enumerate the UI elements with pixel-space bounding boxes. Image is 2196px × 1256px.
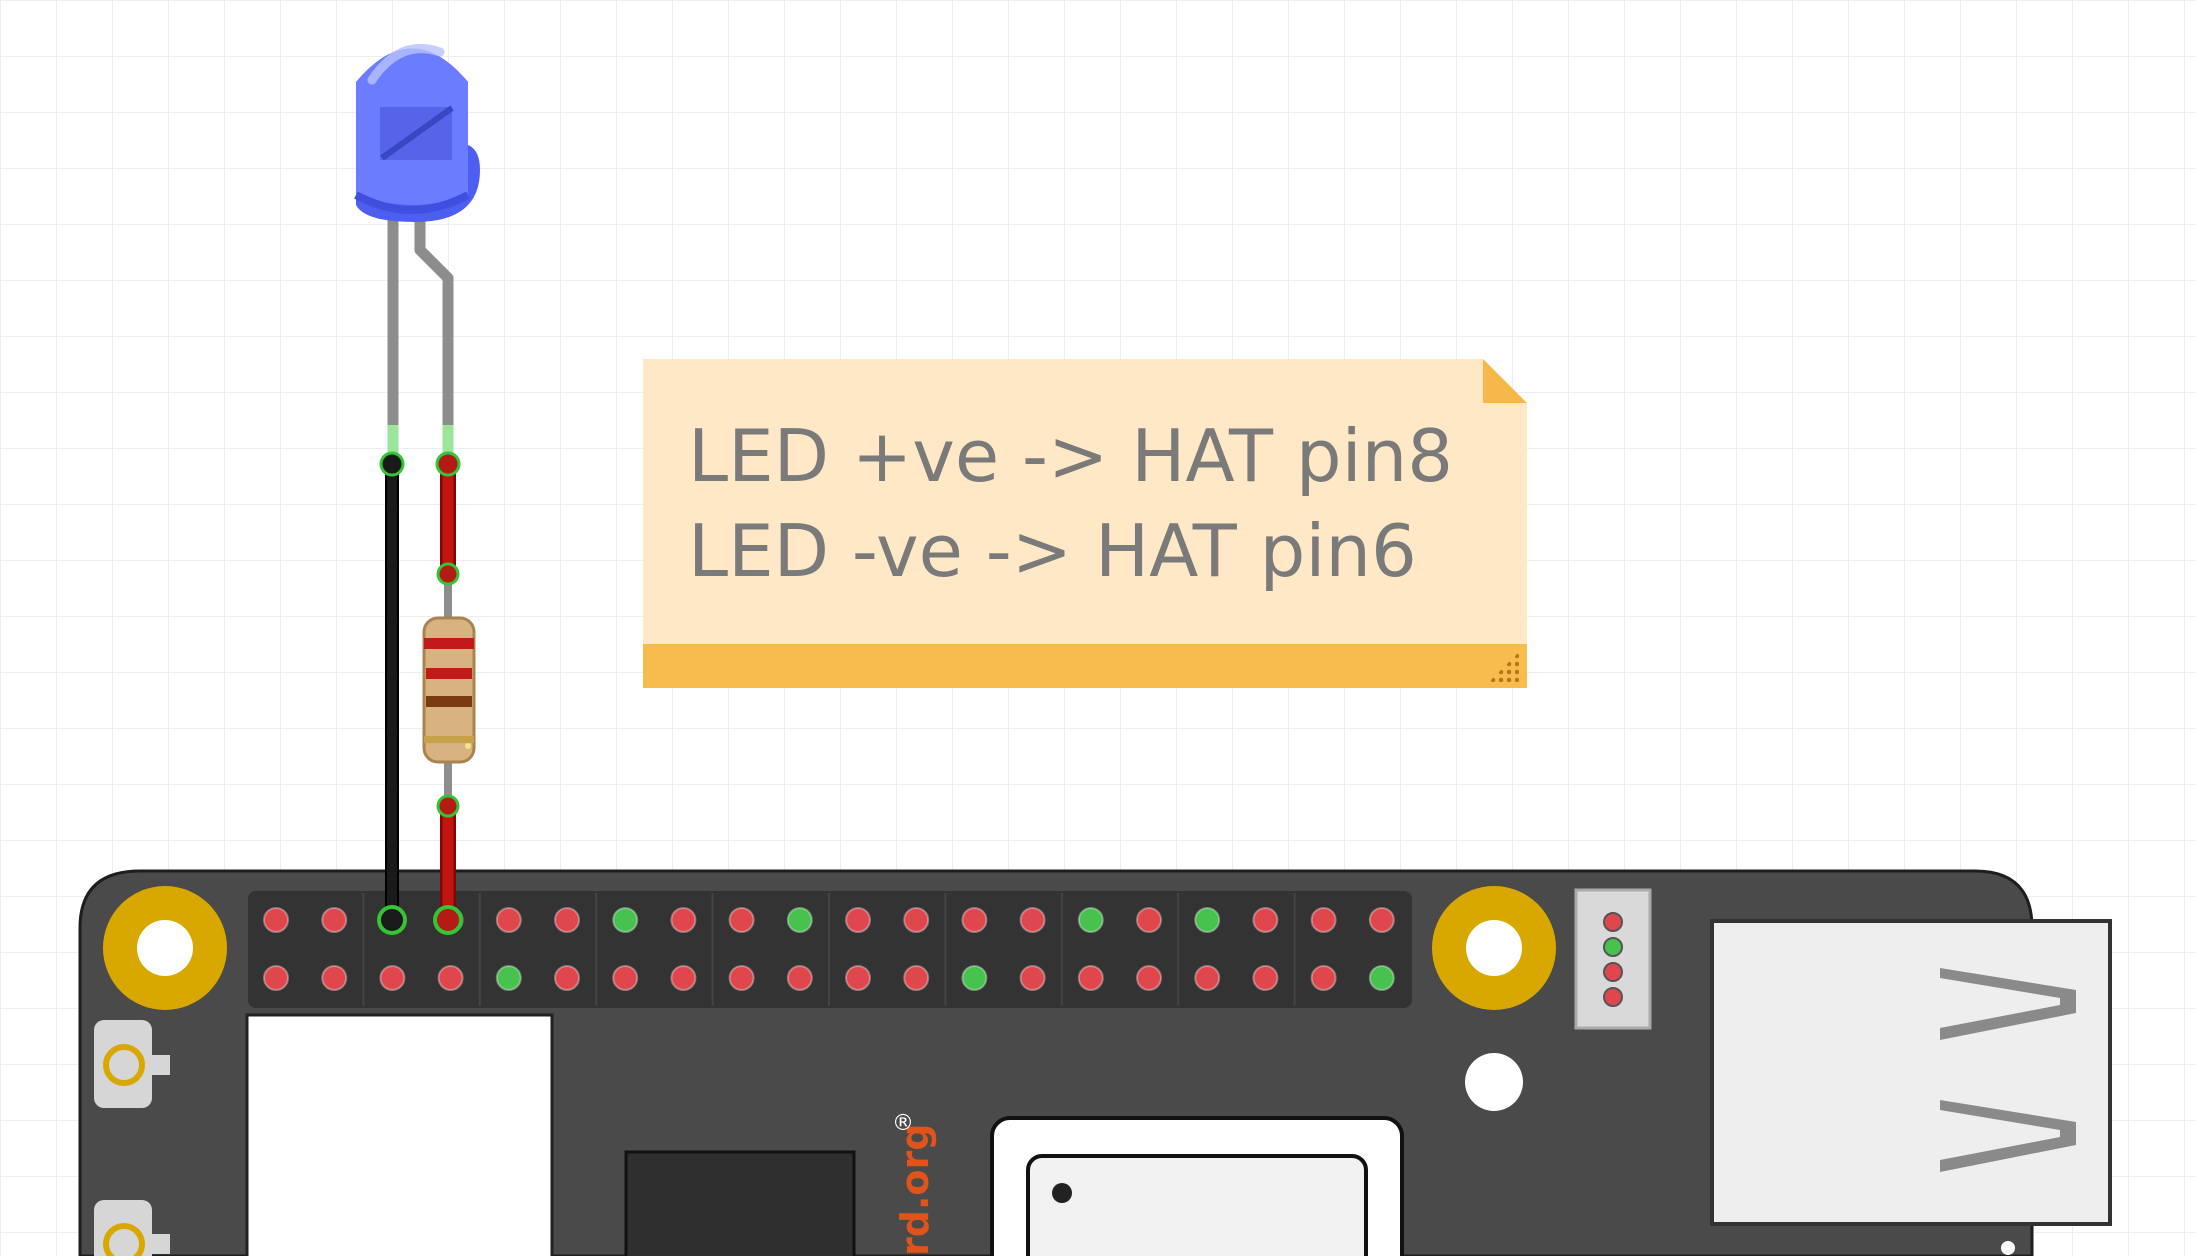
note-line-1: LED +ve -> HAT pin8: [688, 414, 1454, 498]
header-pin-top-20[interactable]: [1368, 907, 1395, 933]
header-pin-bottom-3[interactable]: [379, 965, 406, 991]
header-pin-top-19[interactable]: [1310, 907, 1337, 933]
header-pin-bottom-13[interactable]: [961, 965, 988, 991]
header-pin-top-5[interactable]: [495, 907, 522, 933]
header-pin-bottom-16[interactable]: [1136, 965, 1162, 991]
header-pin-bottom-8[interactable]: [670, 965, 697, 991]
header-pin-top-14[interactable]: [1019, 907, 1046, 933]
header-pin-top-10[interactable]: [786, 907, 813, 933]
board-hole-white: [1465, 1053, 1523, 1111]
side-connector-pin-2[interactable]: [1603, 937, 1623, 957]
note-body: [643, 359, 1527, 688]
wire-negative-endpoint: [377, 905, 407, 935]
header-pin-bottom-4[interactable]: [437, 965, 464, 991]
note-text[interactable]: LED +ve -> HAT pin8 LED -ve -> HAT pin6: [688, 409, 1453, 599]
header-pin-bottom-9[interactable]: [728, 965, 755, 991]
header-pin-bottom-17[interactable]: [1194, 965, 1221, 991]
header-pin-top-15[interactable]: [1077, 907, 1104, 933]
gpio-header[interactable]: [248, 891, 1412, 1008]
header-pin-bottom-19[interactable]: [1310, 965, 1337, 991]
header-pin-bottom-10[interactable]: [786, 965, 813, 991]
header-pin-top-17[interactable]: [1194, 907, 1221, 933]
white-module: [245, 1013, 554, 1256]
header-pin-bottom-12[interactable]: [903, 965, 930, 991]
side-connector[interactable]: [1574, 888, 1652, 1030]
header-pin-bottom-2[interactable]: [321, 965, 348, 991]
side-connector-pin-1[interactable]: [1603, 912, 1623, 932]
header-pin-bottom-20[interactable]: [1368, 965, 1395, 991]
header-pin-top-13[interactable]: [961, 907, 988, 933]
brand-text: rd.org: [893, 1124, 937, 1256]
header-pin-bottom-6[interactable]: [554, 965, 580, 991]
note-line-2: LED -ve -> HAT pin6: [688, 509, 1417, 593]
resize-grip-icon[interactable]: [1489, 652, 1519, 682]
header-pin-top-1[interactable]: [263, 907, 289, 933]
header-pin-top-16[interactable]: [1136, 907, 1162, 933]
dev-board[interactable]: rd.org ®: [78, 869, 2112, 1256]
header-pin-bottom-14[interactable]: [1019, 965, 1046, 991]
mount-hole-right: [1432, 886, 1556, 1010]
gpio-pins-bottom-row[interactable]: [263, 965, 1395, 991]
registered-mark: ®: [892, 1111, 914, 1136]
header-pin-top-9[interactable]: [728, 907, 755, 933]
side-connector-pin-4[interactable]: [1603, 987, 1623, 1007]
led-icon[interactable]: [354, 44, 480, 477]
header-pin-bottom-7[interactable]: [612, 965, 639, 991]
header-pin-top-11[interactable]: [845, 907, 871, 933]
antenna-connector-2[interactable]: [94, 1200, 170, 1256]
header-pin-top-2[interactable]: [321, 907, 348, 933]
header-pin-bottom-18[interactable]: [1252, 965, 1279, 991]
header-pin-bottom-11[interactable]: [845, 965, 871, 991]
header-pin-top-7[interactable]: [612, 907, 639, 933]
note-footer-bar: [643, 644, 1527, 688]
mount-hole-left: [103, 886, 227, 1010]
header-pin-top-12[interactable]: [903, 907, 930, 933]
header-pin-top-18[interactable]: [1252, 907, 1279, 933]
note-fold-corner: [1483, 359, 1527, 403]
antenna-connector-1[interactable]: [94, 1020, 170, 1108]
header-pin-top-8[interactable]: [670, 907, 697, 933]
header-pin-bottom-5[interactable]: [495, 965, 522, 991]
soc-chip: [624, 1150, 856, 1256]
wire-positive-endpoint: [433, 905, 463, 935]
sticky-note[interactable]: LED +ve -> HAT pin8 LED -ve -> HAT pin6: [643, 359, 1527, 688]
resistor-icon[interactable]: [422, 562, 476, 818]
header-pin-top-6[interactable]: [554, 907, 580, 933]
header-pin-bottom-15[interactable]: [1077, 965, 1104, 991]
usb-port-icon[interactable]: [1710, 919, 2112, 1226]
header-pin-bottom-1[interactable]: [263, 965, 289, 991]
board-dot: [2001, 1241, 2015, 1255]
memory-module: [990, 1116, 1404, 1256]
side-connector-pin-3[interactable]: [1603, 962, 1623, 982]
